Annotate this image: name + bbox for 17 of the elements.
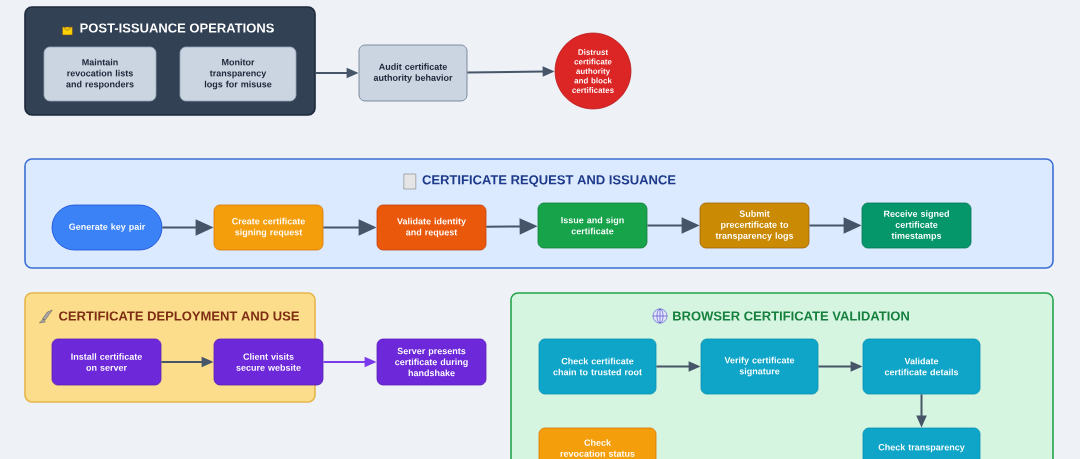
process-box: Audit certificate authority behavior (358, 44, 468, 102)
process-box: Validate certificate details (862, 338, 981, 395)
process-box: Check transparency (862, 427, 981, 459)
process-box: Receive signed certificate timestamps (861, 202, 972, 249)
process-box: Maintain revocation lists and responders (43, 46, 157, 102)
process-box: Check revocation status (538, 427, 657, 459)
process-box: Validate identity and request (376, 204, 487, 251)
process-box: Client visits secure website (213, 338, 324, 386)
process-box: Server presents certificate during handshake (376, 338, 487, 386)
process-box: Issue and sign certificate (537, 202, 648, 249)
process-box: Verify certificate signature (700, 338, 819, 395)
process-box: Monitor transparency logs for misuse (179, 46, 297, 102)
start-pill: Generate key pair (51, 204, 163, 251)
process-box: Create certificate signing request (213, 204, 324, 251)
process-box: Check certificate chain to trusted root (538, 338, 657, 395)
process-box: Install certificate on server (51, 338, 162, 386)
process-box: Submit precertificate to transparency logs (699, 202, 810, 249)
